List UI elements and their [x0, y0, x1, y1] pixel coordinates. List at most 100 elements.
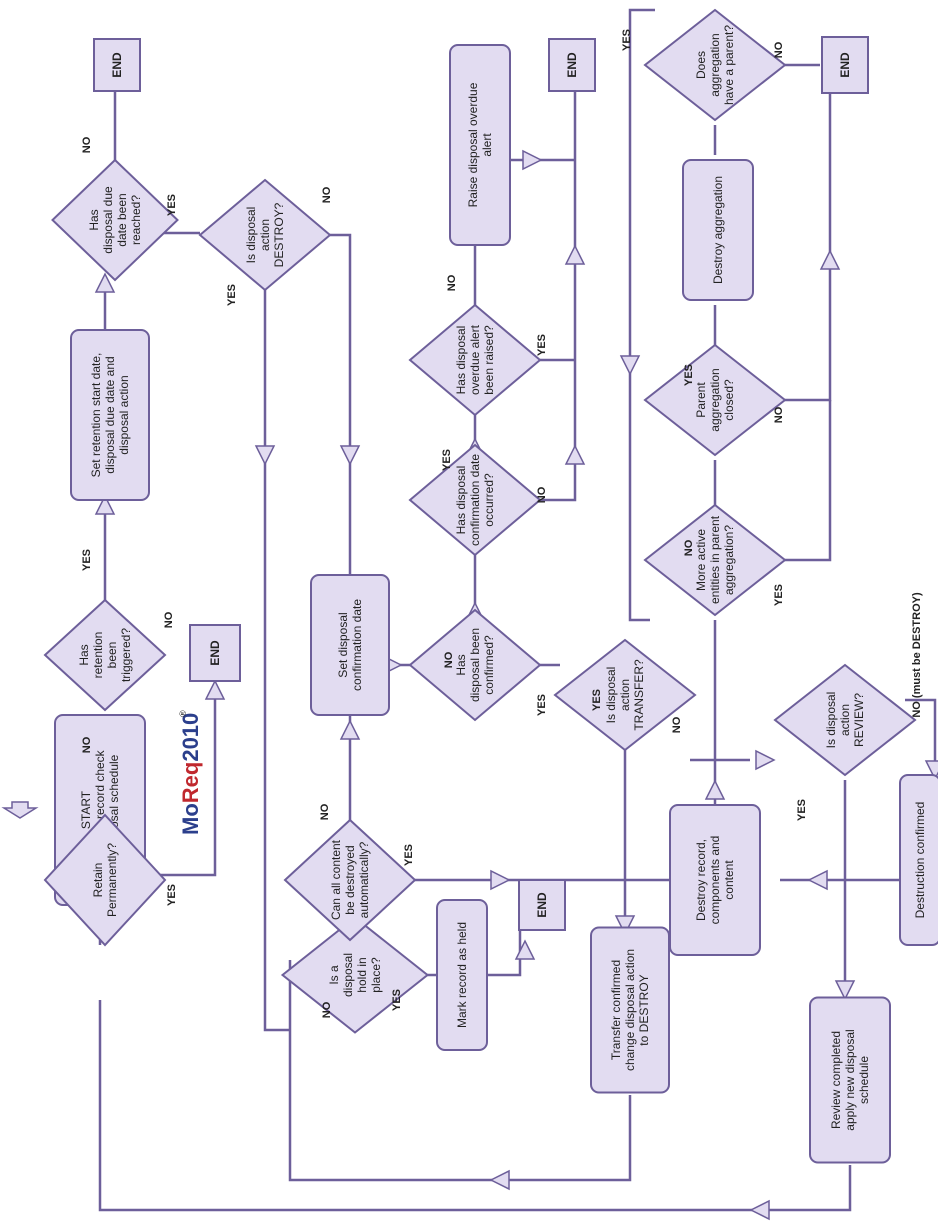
- decision-diamond: [43, 813, 167, 947]
- node-label-line: Parent: [694, 382, 708, 418]
- node-label: Review completedapply new disposalschedu…: [829, 1029, 871, 1130]
- branch-label-17: NO: [446, 274, 458, 291]
- arrowhead-9: [514, 939, 536, 960]
- node-label-line: disposal action: [117, 375, 131, 454]
- node-destruction-confirmed: Destruction confirmed: [899, 774, 938, 946]
- decision-diamond: [553, 638, 697, 752]
- arrowhead-4: [204, 679, 226, 700]
- node-label-line: Destroy aggregation: [711, 176, 725, 284]
- node-label-line: Transfer confirmed: [609, 960, 623, 1060]
- node-label: END: [535, 892, 549, 918]
- branch-label-16: NO: [536, 486, 548, 503]
- node-label: END: [110, 52, 124, 78]
- branch-label-20: NO: [671, 716, 683, 733]
- svg-text:MoReq2010: MoReq2010: [178, 713, 203, 835]
- node-end-4: END: [548, 38, 596, 92]
- node-label-line: components and: [708, 836, 722, 925]
- node-label-line: be destroyed: [343, 845, 357, 914]
- node-label-line: action: [838, 704, 852, 736]
- node-label-line: END: [535, 892, 549, 918]
- node-label-line: More active: [694, 529, 708, 591]
- end-terminal: [93, 38, 141, 92]
- connector-line-33: [905, 698, 937, 775]
- node-overdue-alert-raised: Has disposaloverdue alertbeen raised?: [408, 303, 542, 417]
- decision-diamond: [408, 443, 542, 557]
- node-label-line: entities in parent: [708, 515, 722, 604]
- branch-label-24: NO: [773, 406, 785, 423]
- node-label-line: Has disposal: [454, 466, 468, 535]
- node-set-retention: Set retention start date,disposal due da…: [70, 329, 150, 501]
- branch-label-11: NO: [321, 1001, 333, 1018]
- connector-line-9: [330, 233, 352, 575]
- arrowhead-21: [755, 749, 776, 771]
- node-label-line: Permanently?: [105, 843, 119, 917]
- end-terminal: [518, 879, 566, 931]
- node-label-line: END: [110, 52, 124, 78]
- arrowhead-18: [807, 869, 828, 891]
- logo-suffix: 2010: [178, 713, 203, 762]
- node-label-line: Is disposal: [604, 667, 618, 724]
- branch-label-13: NO: [443, 651, 455, 668]
- node-label: END: [838, 52, 852, 78]
- node-label-line: action: [258, 219, 272, 251]
- node-label-line: disposal been: [468, 628, 482, 702]
- node-set-confirmation: Set disposalconfirmation date: [310, 574, 390, 716]
- decision-diamond: [643, 8, 787, 122]
- node-label-line: schedule: [857, 1056, 871, 1104]
- branch-label-26: NO: [773, 41, 785, 58]
- end-terminal: [189, 624, 241, 682]
- node-label-line: Destroy record,: [694, 839, 708, 921]
- branch-label-22: YES: [773, 584, 785, 606]
- node-label-line: Is a: [327, 965, 341, 985]
- arrowhead-22: [619, 355, 641, 376]
- connector-line-1: [98, 1000, 852, 1212]
- node-label-line: END: [838, 52, 852, 78]
- node-review-completed: Review completedapply new disposalschedu…: [809, 996, 891, 1164]
- node-label: Parentaggregationclosed?: [694, 368, 736, 431]
- node-aggregation-has-parent: Doesaggregationhave a parent?: [643, 8, 787, 122]
- node-action-destroy: Is disposalactionDESTROY?: [198, 178, 332, 292]
- node-label-line: reached?: [129, 195, 143, 245]
- node-label: Transfer confirmedchange disposal action…: [609, 949, 651, 1071]
- arrowhead-26: [489, 1169, 510, 1191]
- arrowhead-5: [254, 445, 276, 466]
- decision-diamond: [643, 503, 787, 617]
- connector-line-6: [155, 680, 217, 877]
- node-label-line: Does: [694, 51, 708, 79]
- node-label-line: aggregation: [708, 368, 722, 431]
- flowchart-shapes: STARTFor each record checkits disposal s…: [43, 8, 938, 1164]
- node-end-3: END: [518, 879, 566, 931]
- node-label: Destroy record,components andcontent: [694, 836, 736, 925]
- node-label-line: Mark record as held: [455, 922, 469, 1028]
- node-label: Doesaggregationhave a parent?: [694, 25, 736, 105]
- decision-diamond: [773, 663, 917, 777]
- node-label: Can all contentbe destroyedautomatically…: [329, 839, 371, 920]
- logo-middle: Req: [178, 762, 203, 804]
- process-box: [70, 329, 150, 501]
- branch-label-3: YES: [81, 549, 93, 571]
- process-box: [436, 899, 488, 1051]
- node-label-line: closed?: [722, 379, 736, 421]
- node-label-line: automatically?: [357, 841, 371, 918]
- arrowhead-17: [490, 869, 511, 891]
- entry-arrow-icon: [1, 801, 39, 819]
- node-label-line: have a parent?: [722, 25, 736, 105]
- node-label: Is adisposalhold inplace?: [327, 953, 383, 997]
- node-label-line: content: [722, 860, 736, 900]
- node-label-line: TRANSFER?: [632, 659, 646, 731]
- arrowhead-3: [94, 272, 116, 293]
- process-box: [449, 44, 511, 246]
- decision-diamond: [198, 178, 332, 292]
- node-label-line: Retain: [91, 863, 105, 898]
- node-hold-in-place: Is adisposalhold inplace?: [280, 916, 430, 1034]
- arrowhead-24: [834, 980, 856, 1001]
- node-label: END: [208, 640, 222, 666]
- arrowhead-2: [94, 494, 116, 515]
- node-label-line: END: [565, 52, 579, 78]
- node-label-line: Has: [454, 654, 468, 675]
- branch-label-8: NO: [321, 186, 333, 203]
- node-label-line: occurred?: [482, 473, 496, 527]
- process-box: [682, 159, 754, 301]
- node-label-line: to DESTROY: [637, 974, 651, 1045]
